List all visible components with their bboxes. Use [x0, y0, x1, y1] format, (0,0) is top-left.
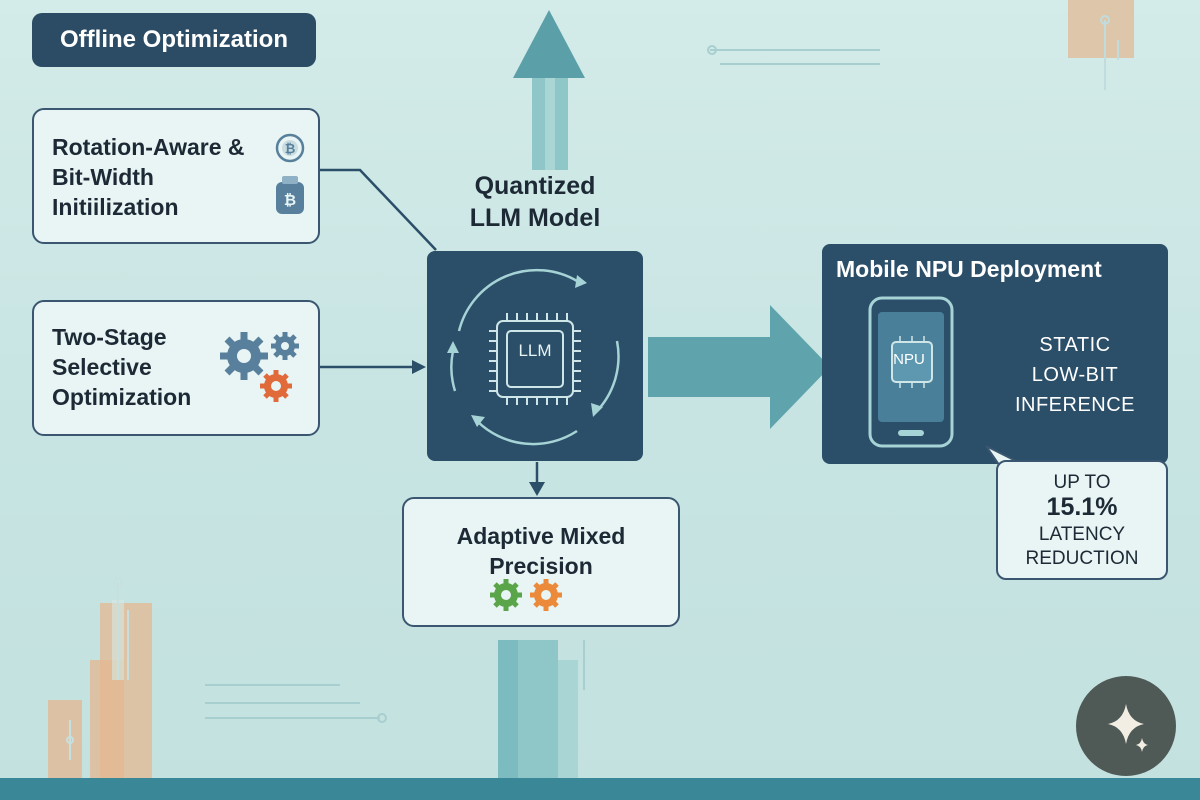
adaptive-mixed-precision-card: Adaptive Mixed Precision [402, 497, 680, 627]
connector-two-stage [320, 360, 426, 374]
gear-icon-pair [490, 579, 562, 611]
decor-bar-orange-top [1068, 0, 1134, 58]
model-title: Quantized LLM Model [469, 172, 601, 232]
two-stage-label: Two-Stage Selective Optimization [52, 324, 192, 410]
callout-latency: LATENCY [1038, 524, 1126, 545]
mobile-npu-deployment-panel [822, 244, 1168, 464]
smartphone-icon [868, 296, 954, 448]
gear-icon [220, 332, 299, 402]
connector-down-arrow [529, 462, 545, 496]
quantized-model-box [427, 251, 643, 461]
sparkle-icon [1108, 704, 1148, 752]
static-low-bit-inference-label: STATIC LOW-BIT INFERENCE [1014, 334, 1136, 416]
upward-arrow [513, 10, 585, 170]
rotation-aware-label: Rotation-Aware & Bit-Width Initiilizatio… [52, 134, 245, 220]
connector-rotation [320, 168, 437, 251]
deployment-title: Mobile NPU Deployment [836, 256, 1102, 282]
decor-bars-bottom-left [48, 600, 152, 780]
decor-bars-bottom-teal [498, 640, 578, 778]
latency-callout: UP TO 15.1% LATENCY REDUCTION [996, 460, 1168, 580]
bottom-bar [0, 778, 1200, 800]
bitcoin-coin-icon: ₿ ₿ [275, 133, 305, 214]
deploy-arrow [648, 305, 830, 429]
llm-chip-label: LLM [518, 341, 552, 360]
callout-value: 15.1% [1046, 493, 1118, 521]
svg-text:₿: ₿ [284, 191, 296, 209]
rotation-aware-card: Rotation-Aware & Bit-Width Initiilizatio… [32, 108, 320, 244]
bitcoin-bag-icon: ₿ [276, 176, 304, 214]
decor-lines-bottom [205, 684, 387, 723]
svg-text:₿: ₿ [285, 142, 296, 157]
mixed-precision-label: Adaptive Mixed Precision [456, 523, 626, 579]
cpu-chip-icon [447, 268, 620, 446]
decor-lines-top [707, 45, 880, 65]
callout-reduction: REDUCTION [1025, 548, 1139, 569]
sparkle-button[interactable] [1076, 676, 1176, 776]
two-stage-card: Two-Stage Selective Optimization [32, 300, 320, 436]
offline-optimization-header: Offline Optimization [32, 13, 316, 67]
callout-up-to: UP TO [1053, 472, 1111, 493]
npu-label: NPU [893, 351, 925, 368]
